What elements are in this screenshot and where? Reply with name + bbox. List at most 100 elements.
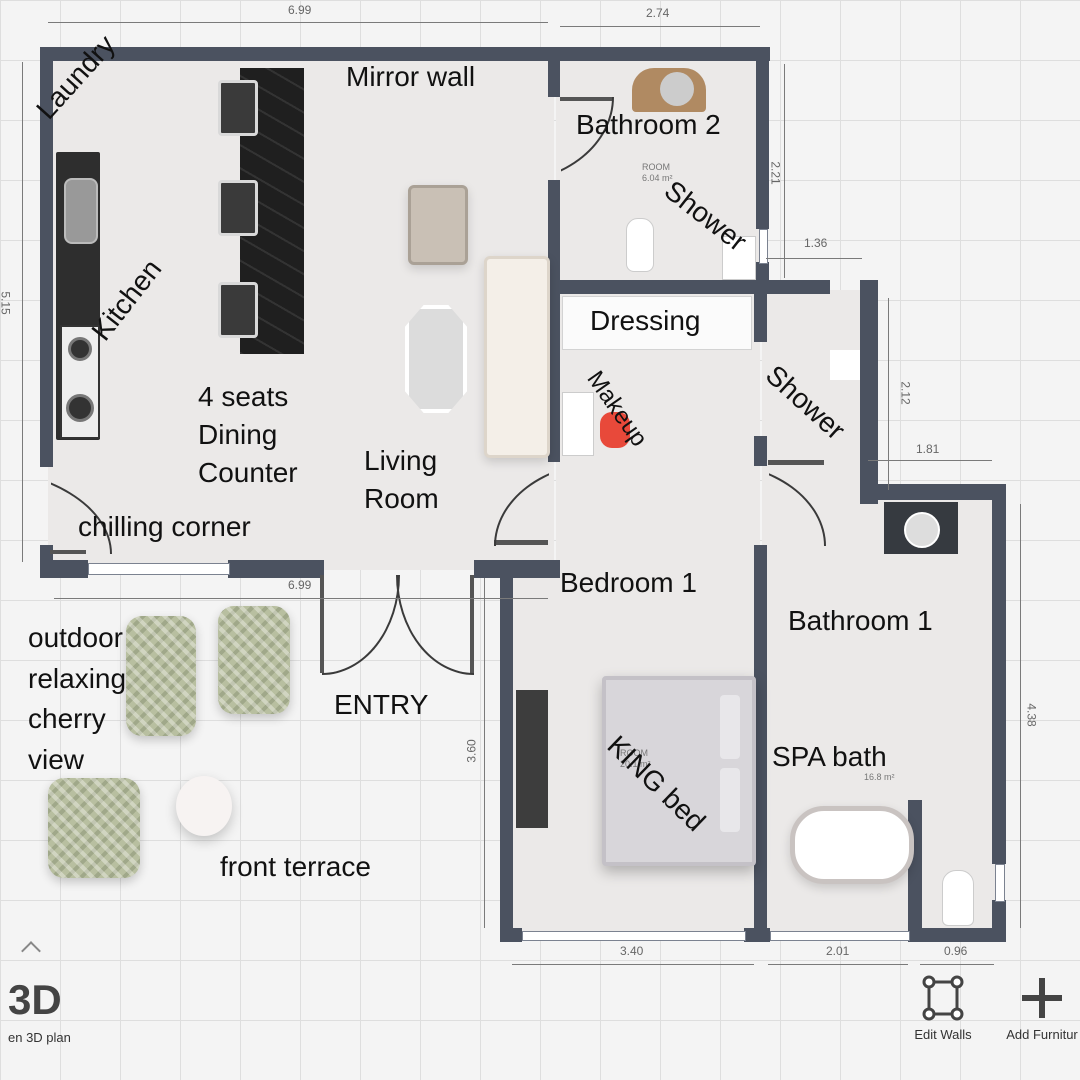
label-front-terrace: front terrace — [220, 851, 371, 882]
label-spa-bath: SPA bath — [772, 741, 887, 772]
wall-toilet-left — [908, 800, 922, 942]
dim-bed-height: 3.60 — [464, 739, 479, 763]
bath2-basin[interactable] — [660, 72, 694, 106]
window-living-bottom — [88, 563, 230, 575]
bar-stool-2[interactable] — [218, 180, 258, 236]
dim-left-side: 5.15 — [0, 291, 13, 315]
label-chilling-corner: chilling corner — [78, 511, 251, 542]
bath2-toilet[interactable] — [626, 218, 654, 272]
label-entry: ENTRY — [334, 689, 429, 720]
wall-shower-left-low — [754, 436, 767, 466]
dimline-shower-height — [888, 298, 889, 490]
view-3d-label: en 3D plan — [8, 1030, 71, 1045]
label-dining: 4 seats Dining Counter — [198, 381, 298, 488]
dim-top-left: 6.99 — [288, 3, 312, 17]
entry-door-left-swing — [322, 575, 400, 675]
wall-bottom-left-b — [228, 560, 324, 578]
bed-pillow-1 — [720, 695, 740, 759]
label-bedroom1: Bedroom 1 — [560, 567, 697, 598]
dim-bottom-left: 6.99 — [288, 578, 312, 592]
add-furniture-button[interactable]: Add Furnitur — [1004, 972, 1080, 1042]
dim-bottom-bed: 3.40 — [620, 944, 644, 958]
wall-bottom-left-c — [474, 560, 560, 578]
wall-bedroom-left — [500, 575, 513, 942]
armchair[interactable] — [408, 185, 468, 265]
outdoor-rug-3[interactable] — [48, 778, 140, 878]
wall-bedroom-right — [754, 545, 767, 942]
dimline-bath2 — [784, 64, 785, 278]
bath2-room-area: 6.04 m² — [642, 172, 673, 183]
wall-bath1-right — [992, 484, 1006, 864]
window-bath1-bottom — [770, 931, 910, 941]
wall-bath2-bottom — [548, 280, 830, 294]
wall-left — [40, 47, 53, 467]
stove-burner-2 — [66, 394, 94, 422]
dimline-bed-height — [484, 578, 485, 928]
outdoor-rug-2[interactable] — [218, 606, 290, 714]
dim-top-right: 2.74 — [646, 6, 670, 20]
shower-fixture[interactable] — [830, 350, 860, 380]
wall-bath2-right — [756, 47, 769, 229]
bed-room-name: ROOM — [620, 748, 648, 758]
view-3d-title: 3D — [8, 976, 62, 1023]
bar-stool-3[interactable] — [218, 282, 258, 338]
dimline-top-left — [48, 22, 548, 23]
bed-room-tag: ROOM 20.1 m² — [620, 748, 651, 770]
spa-bathtub[interactable] — [790, 806, 914, 884]
makeup-stool[interactable] — [600, 412, 630, 448]
window-bath1-right — [995, 864, 1005, 902]
plus-icon — [1022, 978, 1062, 1018]
tv-unit[interactable] — [516, 690, 548, 828]
edit-walls-button[interactable]: Edit Walls — [908, 972, 978, 1042]
bath1-basin[interactable] — [904, 512, 940, 548]
label-bathroom1: Bathroom 1 — [788, 605, 933, 636]
wall-bottom-bed-a — [500, 928, 522, 942]
edit-walls-label: Edit Walls — [914, 1027, 972, 1042]
wall-bottom-left-a — [40, 560, 88, 578]
dim-bottom-bath: 2.01 — [826, 944, 850, 958]
bath1-room-area: 16.8 m² — [864, 772, 895, 782]
stove-burner-1 — [68, 337, 92, 361]
entry-door-right-swing — [396, 575, 474, 675]
wall-shower-right — [860, 280, 878, 504]
bath1-toilet[interactable] — [942, 870, 974, 926]
bar-stool-1[interactable] — [218, 80, 258, 136]
wall-bath1-top — [860, 484, 1006, 500]
dimline-bottom-bed — [512, 964, 754, 965]
sofa[interactable] — [484, 256, 550, 458]
dim-bottom-toilet: 0.96 — [944, 944, 968, 958]
label-living-room: Living Room — [364, 445, 439, 514]
add-furniture-label: Add Furnitur — [1006, 1027, 1078, 1042]
bath2-shower-tray[interactable] — [722, 236, 756, 280]
kitchen-sink[interactable] — [64, 178, 98, 244]
terrace-round-table[interactable] — [176, 776, 232, 836]
makeup-table[interactable] — [562, 392, 594, 456]
wall-bath2-right-low — [756, 262, 769, 292]
dressing-wardrobe[interactable] — [562, 296, 752, 350]
bath2-room-name: ROOM — [642, 162, 670, 172]
dimline-bottom-left — [54, 598, 548, 599]
wall-living-divider-mid — [548, 180, 560, 462]
label-dressing: Dressing — [590, 305, 701, 336]
label-bathroom2: Bathroom 2 — [576, 109, 721, 140]
view-3d-button[interactable]: 3D en 3D plan — [0, 976, 90, 1056]
bath2-room-tag: ROOM 6.04 m² — [642, 162, 673, 184]
dimline-shower-width — [766, 258, 862, 259]
dimline-bath1-height — [1020, 504, 1021, 928]
bed-pillow-2 — [720, 768, 740, 832]
window-bedroom-bottom — [522, 931, 746, 941]
dim-shower-height: 2.12 — [898, 381, 913, 405]
dimline-top-right — [560, 26, 760, 27]
dimline-bottom-bath — [768, 964, 908, 965]
bath1-room-tag: 16.8 m² — [864, 772, 895, 783]
dim-bath2-height: 2.21 — [768, 161, 783, 185]
wall-shower-left — [754, 290, 767, 342]
wall-top-left — [40, 47, 562, 61]
door-bath1-leaf[interactable] — [768, 460, 824, 465]
wall-top-right — [548, 47, 770, 61]
outdoor-rug-1[interactable] — [126, 616, 196, 736]
coffee-table[interactable] — [405, 305, 467, 413]
dim-shower-width: 1.36 — [804, 236, 828, 250]
chevron-up-icon[interactable] — [21, 941, 41, 961]
dim-bath1-height: 4.38 — [1024, 703, 1039, 727]
